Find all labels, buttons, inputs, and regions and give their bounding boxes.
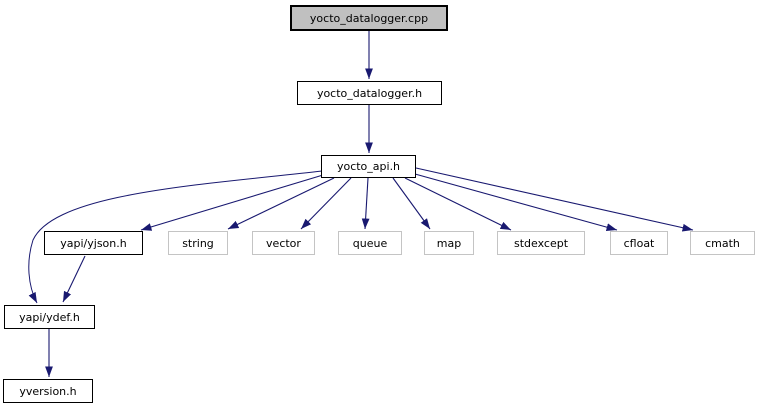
edge-api-h-to-queue [361, 177, 370, 230]
node-yocto-datalogger-cpp: yocto_datalogger.cpp [290, 5, 448, 31]
node-string: string [168, 231, 228, 255]
node-map: map [424, 231, 474, 255]
edge-api-h-to-vector [300, 177, 352, 230]
node-stdexcept: stdexcept [497, 231, 585, 255]
edge-api-h-to-stdexcept [404, 177, 512, 231]
node-vector: vector [252, 231, 315, 255]
edge-api-h-to-string [227, 177, 335, 230]
node-yapi-ydef-h[interactable]: yapi/ydef.h [4, 305, 95, 329]
edge-api-h-to-map [392, 177, 431, 230]
node-yversion-h[interactable]: yversion.h [3, 379, 93, 403]
edge-api-h-to-cfloat [414, 173, 618, 231]
edge-api-h-to-yjson-h [140, 174, 324, 231]
edge-api-h-to-ydef-h [28, 170, 323, 304]
node-yapi-yjson-h[interactable]: yapi/yjson.h [44, 231, 143, 255]
node-queue: queue [338, 231, 402, 255]
edge-yjson-h-to-ydef-h [62, 255, 86, 303]
node-cmath: cmath [690, 231, 755, 255]
node-cfloat: cfloat [610, 231, 668, 255]
edge-api-h-to-cmath [415, 167, 694, 232]
node-yocto-datalogger-h[interactable]: yocto_datalogger.h [297, 81, 442, 105]
node-yocto-api-h[interactable]: yocto_api.h [321, 155, 416, 178]
